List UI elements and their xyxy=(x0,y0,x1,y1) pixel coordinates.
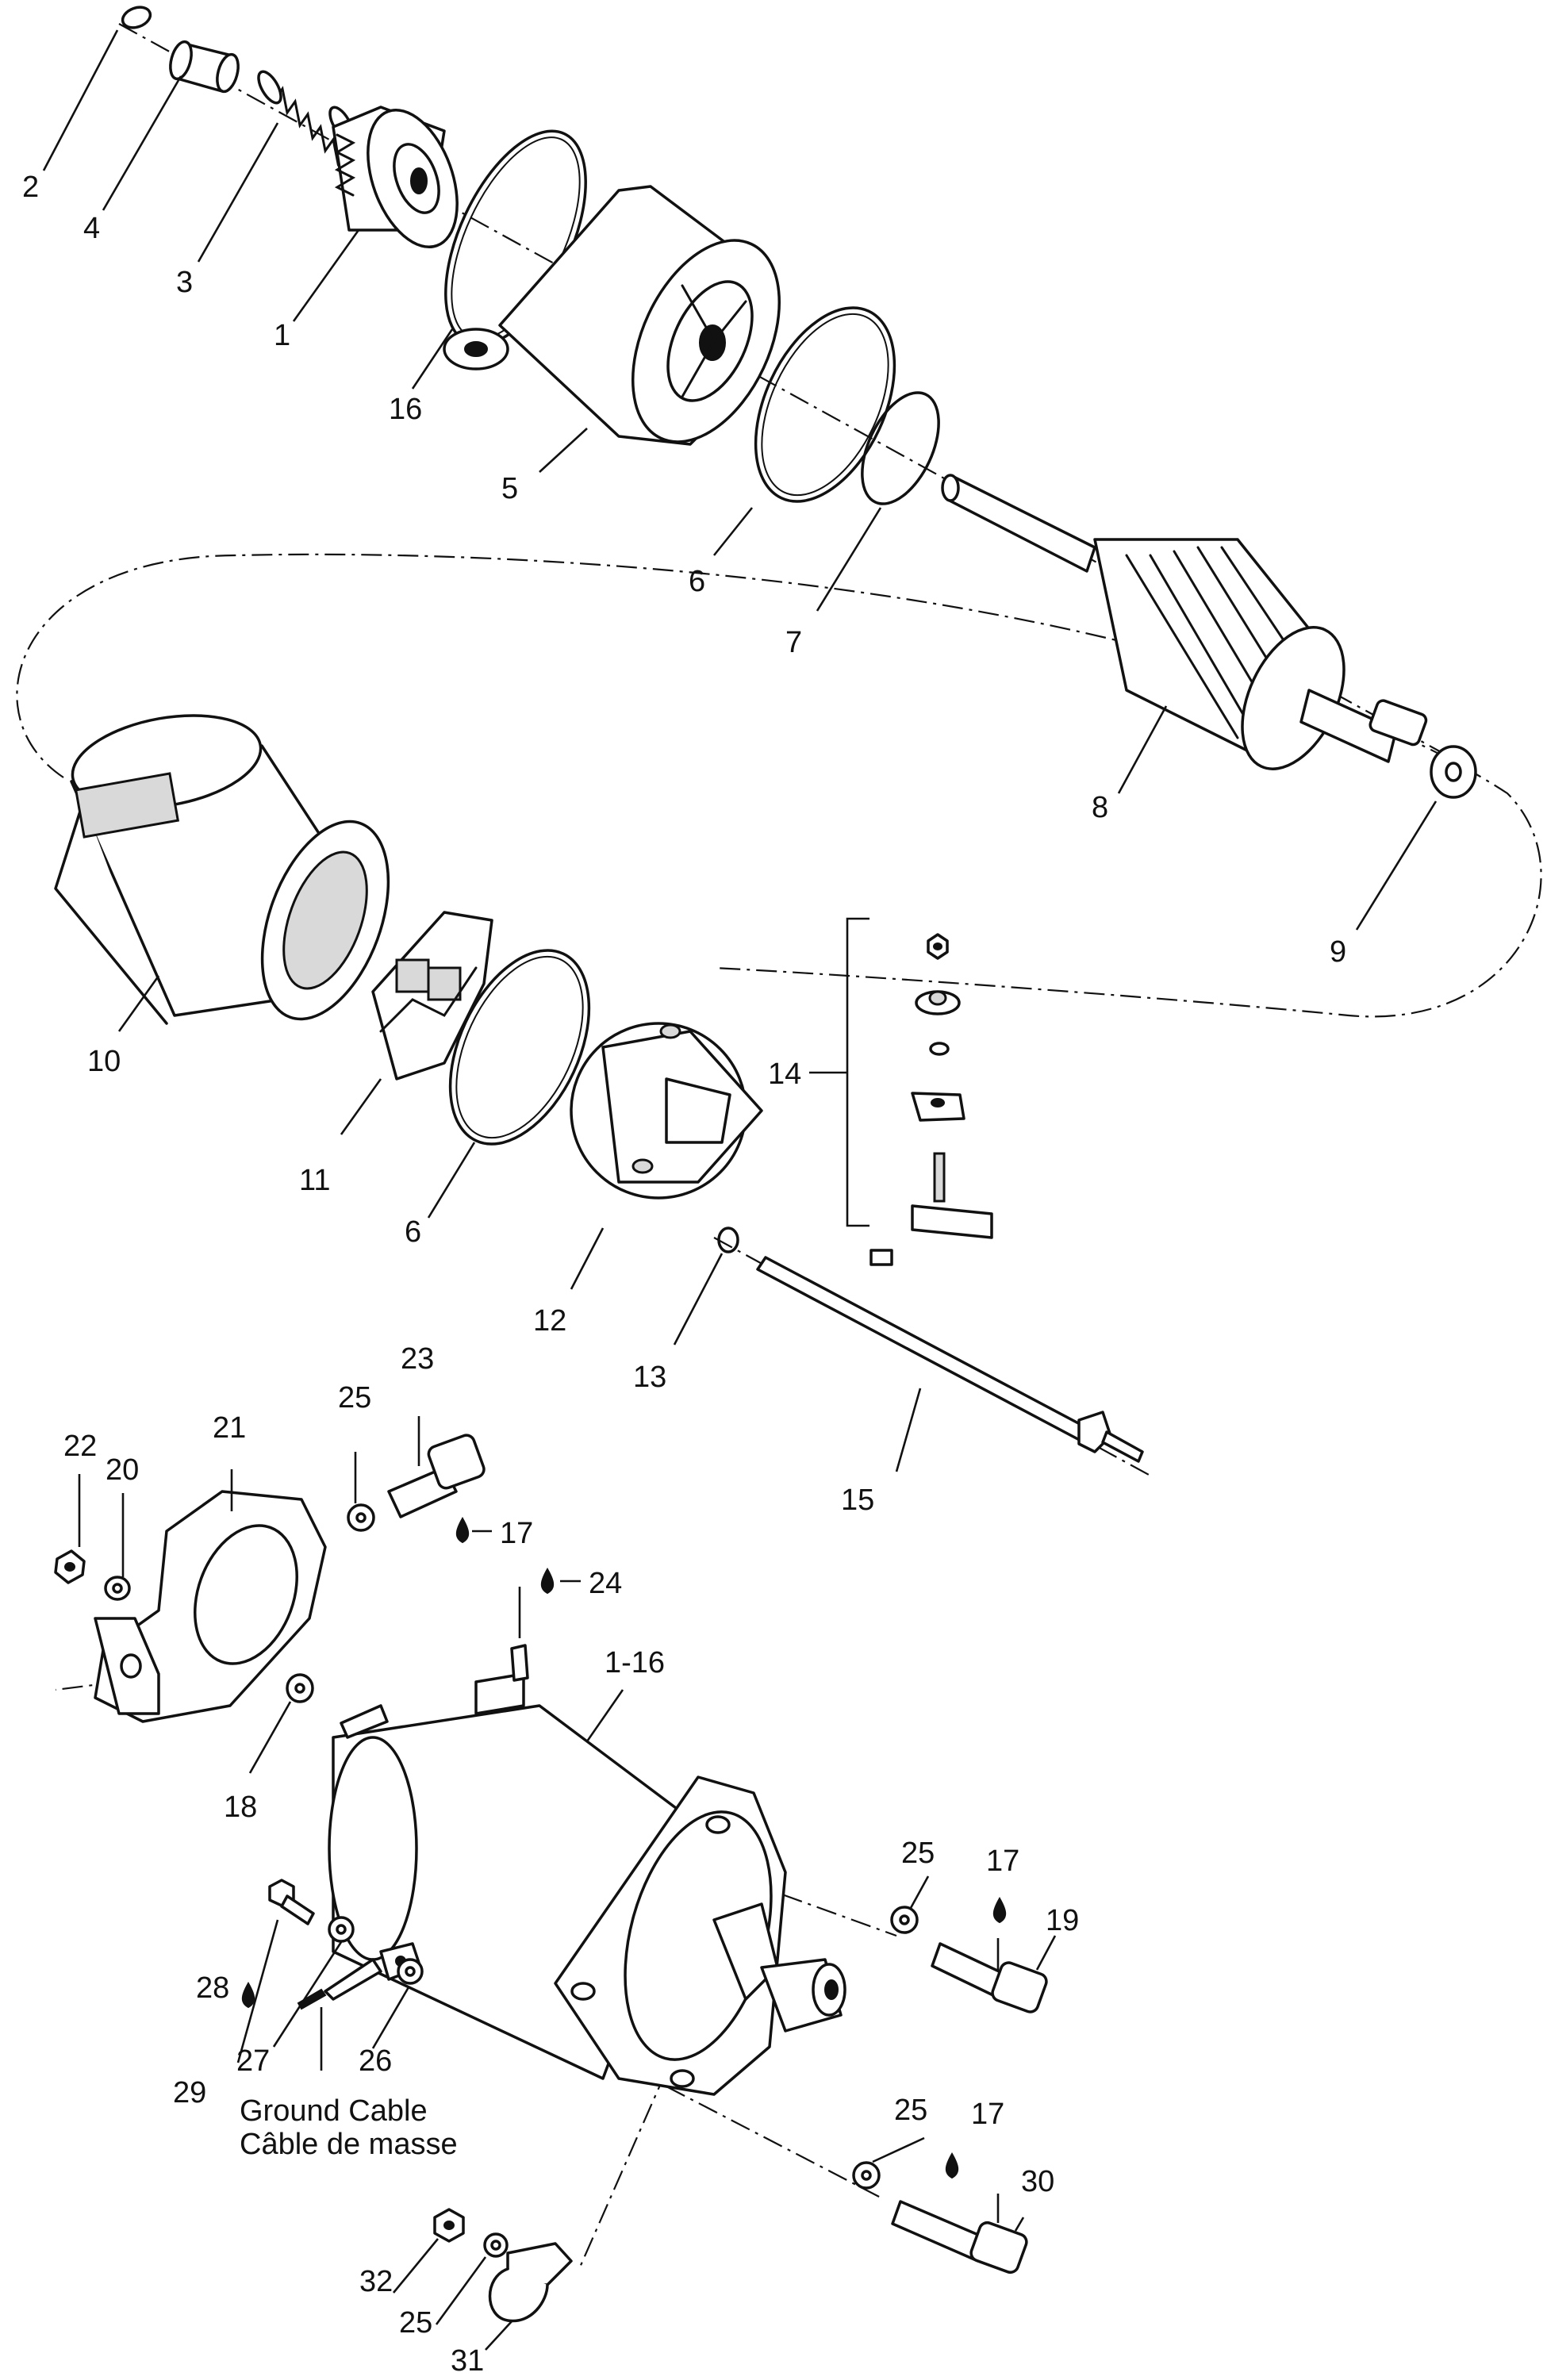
drive-housing-part xyxy=(443,185,781,446)
screw-part xyxy=(931,1942,1048,2013)
label-part-13: 13 xyxy=(633,1361,666,1394)
through-bolt-part xyxy=(756,1256,1144,1463)
nut-part xyxy=(433,2208,465,2243)
terminal-kit-bracket xyxy=(809,917,869,1227)
label-part-12: 12 xyxy=(533,1304,566,1338)
washer-part xyxy=(483,2232,509,2258)
washer-part xyxy=(104,1576,131,1601)
screw-part xyxy=(268,1879,315,1925)
armature-part xyxy=(941,474,1428,770)
washer-part xyxy=(347,1503,375,1532)
label-part-1-16: 1-16 xyxy=(605,1646,665,1679)
washer-part xyxy=(890,1906,919,1934)
label-part-6-upper: 6 xyxy=(689,565,705,598)
label-part-23: 23 xyxy=(401,1342,434,1376)
lock-washer-part xyxy=(397,1958,424,1985)
support-bracket-part xyxy=(94,1490,327,1723)
leader-lines xyxy=(42,29,1438,2351)
cable-clip-part xyxy=(488,2242,573,2323)
label-part-20: 20 xyxy=(106,1453,139,1487)
washer-part xyxy=(852,2161,881,2190)
washer-part xyxy=(286,1673,314,1703)
drop-icon xyxy=(241,1981,255,2009)
washer-part xyxy=(1430,745,1477,799)
drop-icon xyxy=(540,1567,555,1595)
label-part-9: 9 xyxy=(1330,935,1346,969)
label-part-19: 19 xyxy=(1046,1904,1079,1937)
label-part-2: 2 xyxy=(22,171,39,204)
label-part-21: 21 xyxy=(213,1411,246,1445)
drop-icon xyxy=(945,2152,959,2179)
label-part-28: 28 xyxy=(196,1971,229,2005)
drive-part xyxy=(332,106,459,249)
bushing-part xyxy=(169,40,240,94)
label-part-8: 8 xyxy=(1092,791,1108,824)
drop-icon xyxy=(455,1516,470,1544)
label-part-25-upper: 25 xyxy=(338,1381,371,1415)
screw-part xyxy=(891,2200,1028,2274)
label-part-25-lower: 25 xyxy=(894,2094,927,2127)
washer-part xyxy=(328,1916,355,1943)
label-part-30: 30 xyxy=(1021,2165,1054,2198)
label-part-11: 11 xyxy=(299,1164,330,1197)
label-part-24: 24 xyxy=(589,1567,622,1600)
circlip-part xyxy=(121,6,152,29)
label-part-1: 1 xyxy=(274,319,290,352)
screw-part xyxy=(387,1434,486,1518)
label-part-32: 32 xyxy=(359,2265,393,2298)
starter-assembly-part xyxy=(328,1644,846,2096)
brush-holder-part xyxy=(371,911,493,1081)
drop-icon xyxy=(992,1896,1007,1924)
label-part-17-upper: 17 xyxy=(500,1517,533,1550)
nut-part xyxy=(54,1549,86,1584)
end-cover-part xyxy=(570,1022,763,1200)
label-part-17-lower: 17 xyxy=(971,2098,1004,2131)
label-part-5: 5 xyxy=(501,472,518,505)
yoke-part xyxy=(54,714,390,1025)
label-part-25-right: 25 xyxy=(901,1837,935,1870)
label-part-29: 29 xyxy=(173,2076,206,2109)
label-part-6-lower: 6 xyxy=(405,1215,421,1249)
label-part-31: 31 xyxy=(451,2344,484,2378)
label-part-25-bottom: 25 xyxy=(399,2306,432,2340)
o-ring-tiny-part xyxy=(717,1226,739,1253)
label-part-16: 16 xyxy=(389,393,422,426)
terminal-kit-parts xyxy=(869,933,993,1266)
ground-cable-caption-fr: Câble de masse xyxy=(240,2128,458,2161)
label-part-10: 10 xyxy=(87,1045,121,1078)
label-part-7: 7 xyxy=(785,626,802,659)
label-part-3: 3 xyxy=(176,266,193,299)
label-part-17-right: 17 xyxy=(986,1844,1019,1878)
label-part-4: 4 xyxy=(83,212,100,245)
ground-cable-caption: Ground Cable xyxy=(240,2094,428,2128)
o-ring-part xyxy=(754,306,896,503)
o-ring-part xyxy=(448,949,591,1146)
label-part-22: 22 xyxy=(63,1430,97,1463)
label-part-15: 15 xyxy=(841,1484,874,1517)
label-part-18: 18 xyxy=(224,1791,257,1824)
label-part-14: 14 xyxy=(768,1058,801,1091)
label-part-27: 27 xyxy=(236,2044,270,2078)
o-ring-small-part xyxy=(861,391,940,505)
label-part-26: 26 xyxy=(359,2044,392,2078)
